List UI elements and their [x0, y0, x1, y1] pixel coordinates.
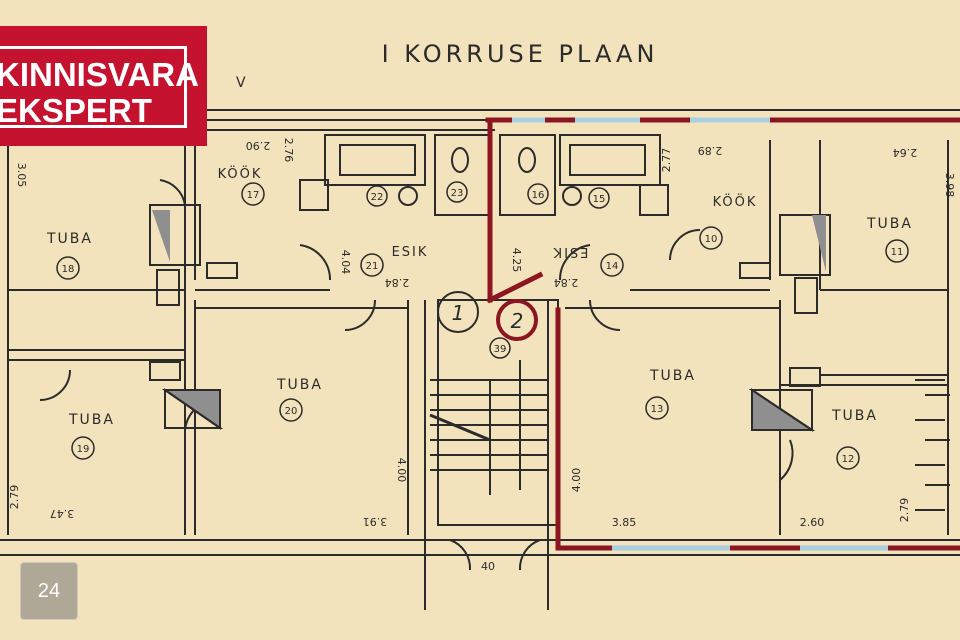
room-21-number: 21 [366, 261, 379, 272]
dim-4-00-left: 4.00 [395, 458, 408, 483]
dim-4-04: 4.04 [339, 250, 352, 275]
wc-15-number: 15 [593, 194, 606, 205]
room-14-number: 14 [606, 261, 619, 272]
apartment-1-label: 1 [452, 301, 465, 325]
dim-2-84-right: 2.84 [554, 276, 579, 289]
kinnisvara-ekspert-logo: KINNISVARA EKSPERT [0, 26, 207, 146]
room-17-name: KÖÖK [218, 165, 263, 182]
top-mark: V [236, 75, 246, 91]
dim-3-91: 3.91 [363, 515, 388, 528]
logo-frame [0, 46, 187, 128]
dim-2-90: 2.90 [246, 139, 271, 152]
logo-line-2: EKSPERT [0, 92, 152, 129]
room-18-number: 18 [62, 264, 75, 275]
dim-3-47: 3.47 [50, 507, 75, 520]
dim-3-98: 3.98 [943, 173, 956, 198]
dim-3-05: 3.05 [15, 163, 28, 188]
dim-2-89: 2.89 [698, 144, 723, 157]
stair-number: 39 [494, 344, 507, 355]
apartment-2-marker-circle [496, 299, 538, 341]
wc-23-number: 23 [451, 188, 464, 199]
dim-2-60: 2.60 [800, 516, 825, 529]
room-18-name: TUBA [46, 231, 93, 247]
dim-2-76: 2.76 [282, 138, 295, 163]
room-19-number: 19 [77, 444, 90, 455]
wc-22-number: 22 [371, 192, 384, 203]
dim-2-77: 2.77 [660, 148, 673, 173]
dim-3-85: 3.85 [612, 516, 637, 529]
apartment-2-label: 2 [511, 309, 524, 333]
dim-2-79-left: 2.79 [8, 485, 21, 510]
dim-2-79-right: 2.79 [898, 498, 911, 523]
room-12-number: 12 [842, 454, 855, 465]
dim-40: 40 [481, 560, 495, 573]
room-10-name: KÖÖK [713, 193, 758, 210]
room-20-number: 20 [285, 406, 298, 417]
room-14-name: ESIK [552, 244, 589, 259]
room-19-name: TUBA [68, 412, 115, 428]
room-10-number: 10 [705, 234, 718, 245]
plan-title: I KORRUSE PLAAN [382, 40, 659, 68]
room-21-name: ESIK [392, 245, 429, 260]
dim-4-00-right: 4.00 [570, 468, 583, 493]
apartment-1-marker-circle [437, 291, 479, 333]
logo-line-1: KINNISVARA [0, 56, 199, 93]
wc-16-number: 16 [532, 190, 545, 201]
dim-4-25: 4.25 [510, 248, 523, 273]
room-13-number: 13 [651, 404, 664, 415]
room-17-number: 17 [247, 190, 260, 201]
page-number-badge: 24 [20, 562, 78, 620]
room-11-name: TUBA [866, 216, 913, 232]
room-12-name: TUBA [831, 408, 878, 424]
dim-2-64: 2.64 [893, 146, 918, 159]
room-11-number: 11 [891, 247, 904, 258]
room-20-name: TUBA [276, 377, 323, 393]
room-13-name: TUBA [649, 368, 696, 384]
dim-2-84-left: 2.84 [385, 276, 410, 289]
